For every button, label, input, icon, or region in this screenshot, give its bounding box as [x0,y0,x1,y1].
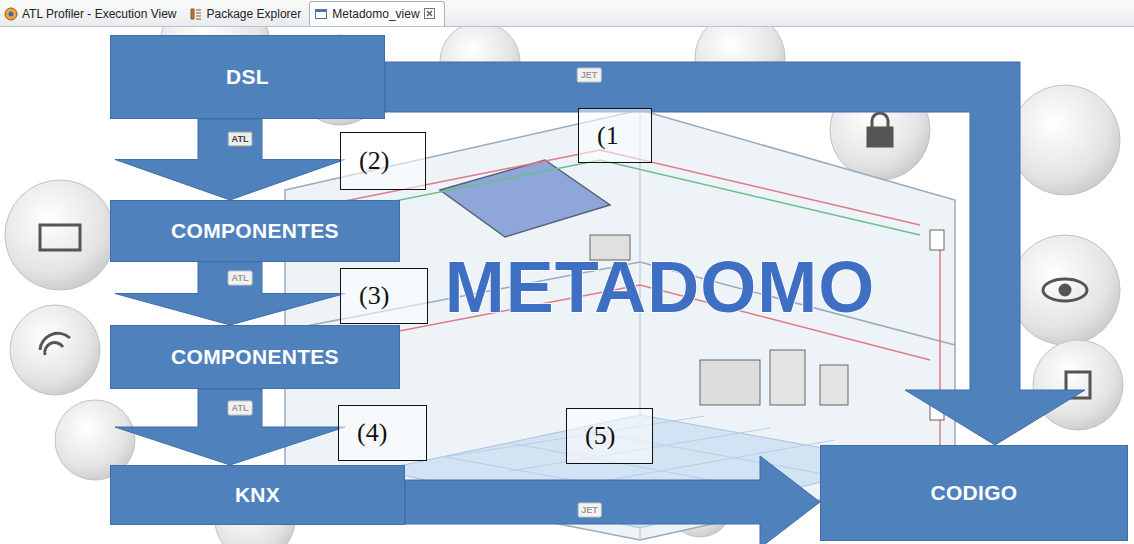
callout-box: (1 [578,108,652,163]
wire [939,240,941,460]
appliance [820,365,848,405]
eye-icon [1060,285,1070,295]
block-arrow [115,389,345,465]
callout-number: (2) [359,146,389,176]
icon-bubble [10,305,100,395]
screen-icon [40,225,80,250]
signal-icon [40,333,70,355]
icon-bubble [5,180,115,290]
callout-number: (3) [359,281,389,311]
view-tab: ATL Profiler - Execution View [0,2,185,26]
icon-bubble [1010,85,1120,195]
appliance [770,350,805,405]
atl-icon [9,12,14,17]
model-box: KNX [110,465,405,525]
transformation-label: ATL [228,132,253,147]
transformation-label: ATL [228,270,253,285]
block-arrow [405,456,820,544]
view-icon [316,10,327,13]
atl-icon [5,8,17,20]
model-box: DSL [110,35,385,119]
callout-box: (4) [338,405,427,461]
box-title: COMPONENTES [171,345,339,369]
tab-icon [4,7,18,21]
solar-panel [440,160,610,237]
lock-icon [872,113,888,128]
package-icon [191,9,201,19]
icon-bubble [1033,340,1123,430]
callout-number: (1 [597,121,619,151]
model-box: COMPONENTES [110,325,400,389]
callout-number: (4) [357,418,387,448]
callout-box: (3) [340,268,428,324]
transformation-label: JET [577,503,602,518]
box-title: KNX [235,483,280,507]
appliance [700,360,760,405]
logo-title-box: METADOMO [420,246,900,328]
close-icon [427,11,432,16]
block-arrow [385,62,1085,445]
block-arrow [115,119,345,200]
block-arrow [115,262,345,325]
switch [930,230,944,250]
transformation-label: ATL [228,401,253,416]
close-icon [424,9,434,19]
view-tab: Metadomo_view [309,1,444,26]
icon-bubble [1010,235,1120,345]
tab-bar: ATL Profiler - Execution View Package Exp… [0,0,1134,27]
model-box: CODIGO [820,445,1128,541]
eye-icon [1043,279,1087,301]
tab-title: ATL Profiler - Execution View [22,7,177,21]
callout-box: (2) [340,132,426,190]
lock-icon [868,128,892,146]
logo-title: METADOMO [445,247,876,327]
box-title: DSL [226,65,269,89]
view-tab: Package Explorer [185,2,310,26]
tab-title: Package Explorer [207,7,302,21]
tab-title: Metadomo_view [332,7,419,21]
tab-icon [314,7,328,21]
box-title: COMPONENTES [171,219,339,243]
callout-box: (5) [566,408,653,464]
model-box: COMPONENTES [110,200,400,262]
box-title: CODIGO [931,481,1018,505]
tab-icon [189,7,203,21]
close-icon [424,8,436,20]
callout-number: (5) [585,421,615,451]
view-icon [316,10,327,19]
transformation-label: JET [577,68,602,83]
